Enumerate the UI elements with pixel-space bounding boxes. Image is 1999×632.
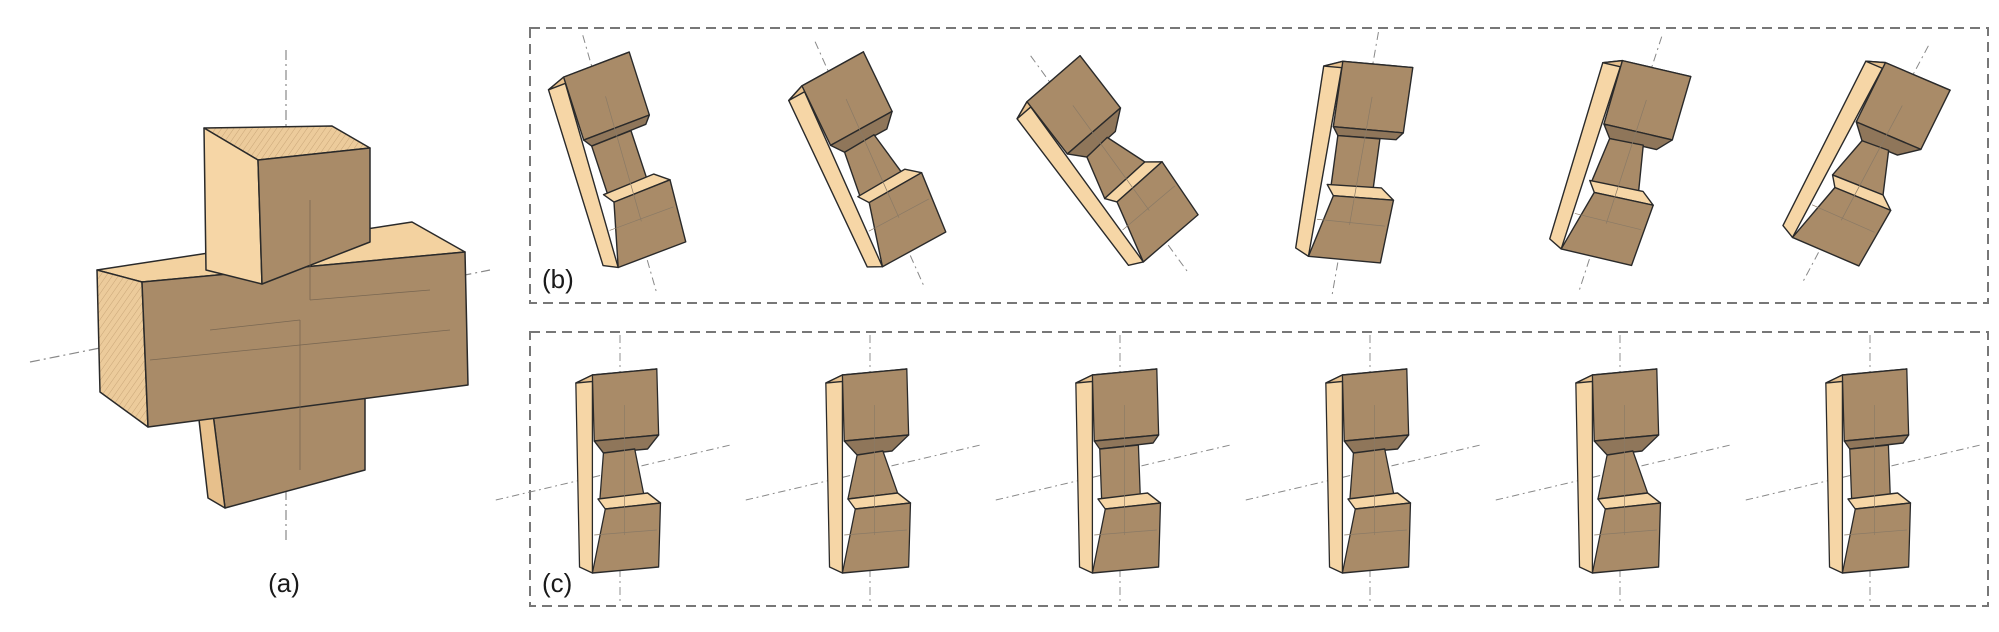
panel-c-piece-4 [1245,335,1481,605]
panel-c-block-4 [1325,368,1412,574]
panel-b-block-1 [547,51,687,269]
panel-b-block-5 [1549,59,1692,267]
panel-a-label: (a) [268,568,300,598]
upper-post [203,125,371,285]
panel-b-piece-2 [788,41,947,289]
panel-c-pieces [495,335,1981,605]
panel-b-piece-1 [547,35,687,295]
panel-b: (b) [529,27,1989,304]
panel-c-piece-1 [495,335,731,605]
panel-a-cross-joint: (a) [29,50,491,598]
panel-c-piece-6 [1745,335,1981,605]
panel-b-block-6 [1782,60,1951,267]
panel-b-block-4 [1294,60,1414,264]
panel-c-label: (c) [542,568,572,598]
panel-a-hidden-edges [149,200,451,470]
panel-c-piece-3 [995,335,1231,605]
panel-b-piece-5 [1549,36,1692,294]
panel-c-block-6 [1825,368,1912,574]
panel-b-block-2 [788,51,947,268]
panel-b-piece-3 [1016,55,1199,275]
panel-c-block-1 [575,368,662,574]
panel-c: (c) [495,331,1989,607]
panel-b-block-3 [1016,55,1199,266]
panel-b-frame [529,27,1989,304]
panel-b-piece-6 [1782,45,1951,285]
panel-c-piece-2 [745,335,981,605]
panel-c-frame [529,331,1989,607]
panel-b-piece-4 [1294,31,1414,299]
panel-b-pieces [547,31,1951,299]
panel-b-label: (b) [542,264,574,294]
panel-c-piece-5 [1495,335,1731,605]
panel-c-block-3 [1075,368,1162,574]
panel-c-block-2 [825,368,912,574]
panel-c-block-5 [1575,368,1662,574]
